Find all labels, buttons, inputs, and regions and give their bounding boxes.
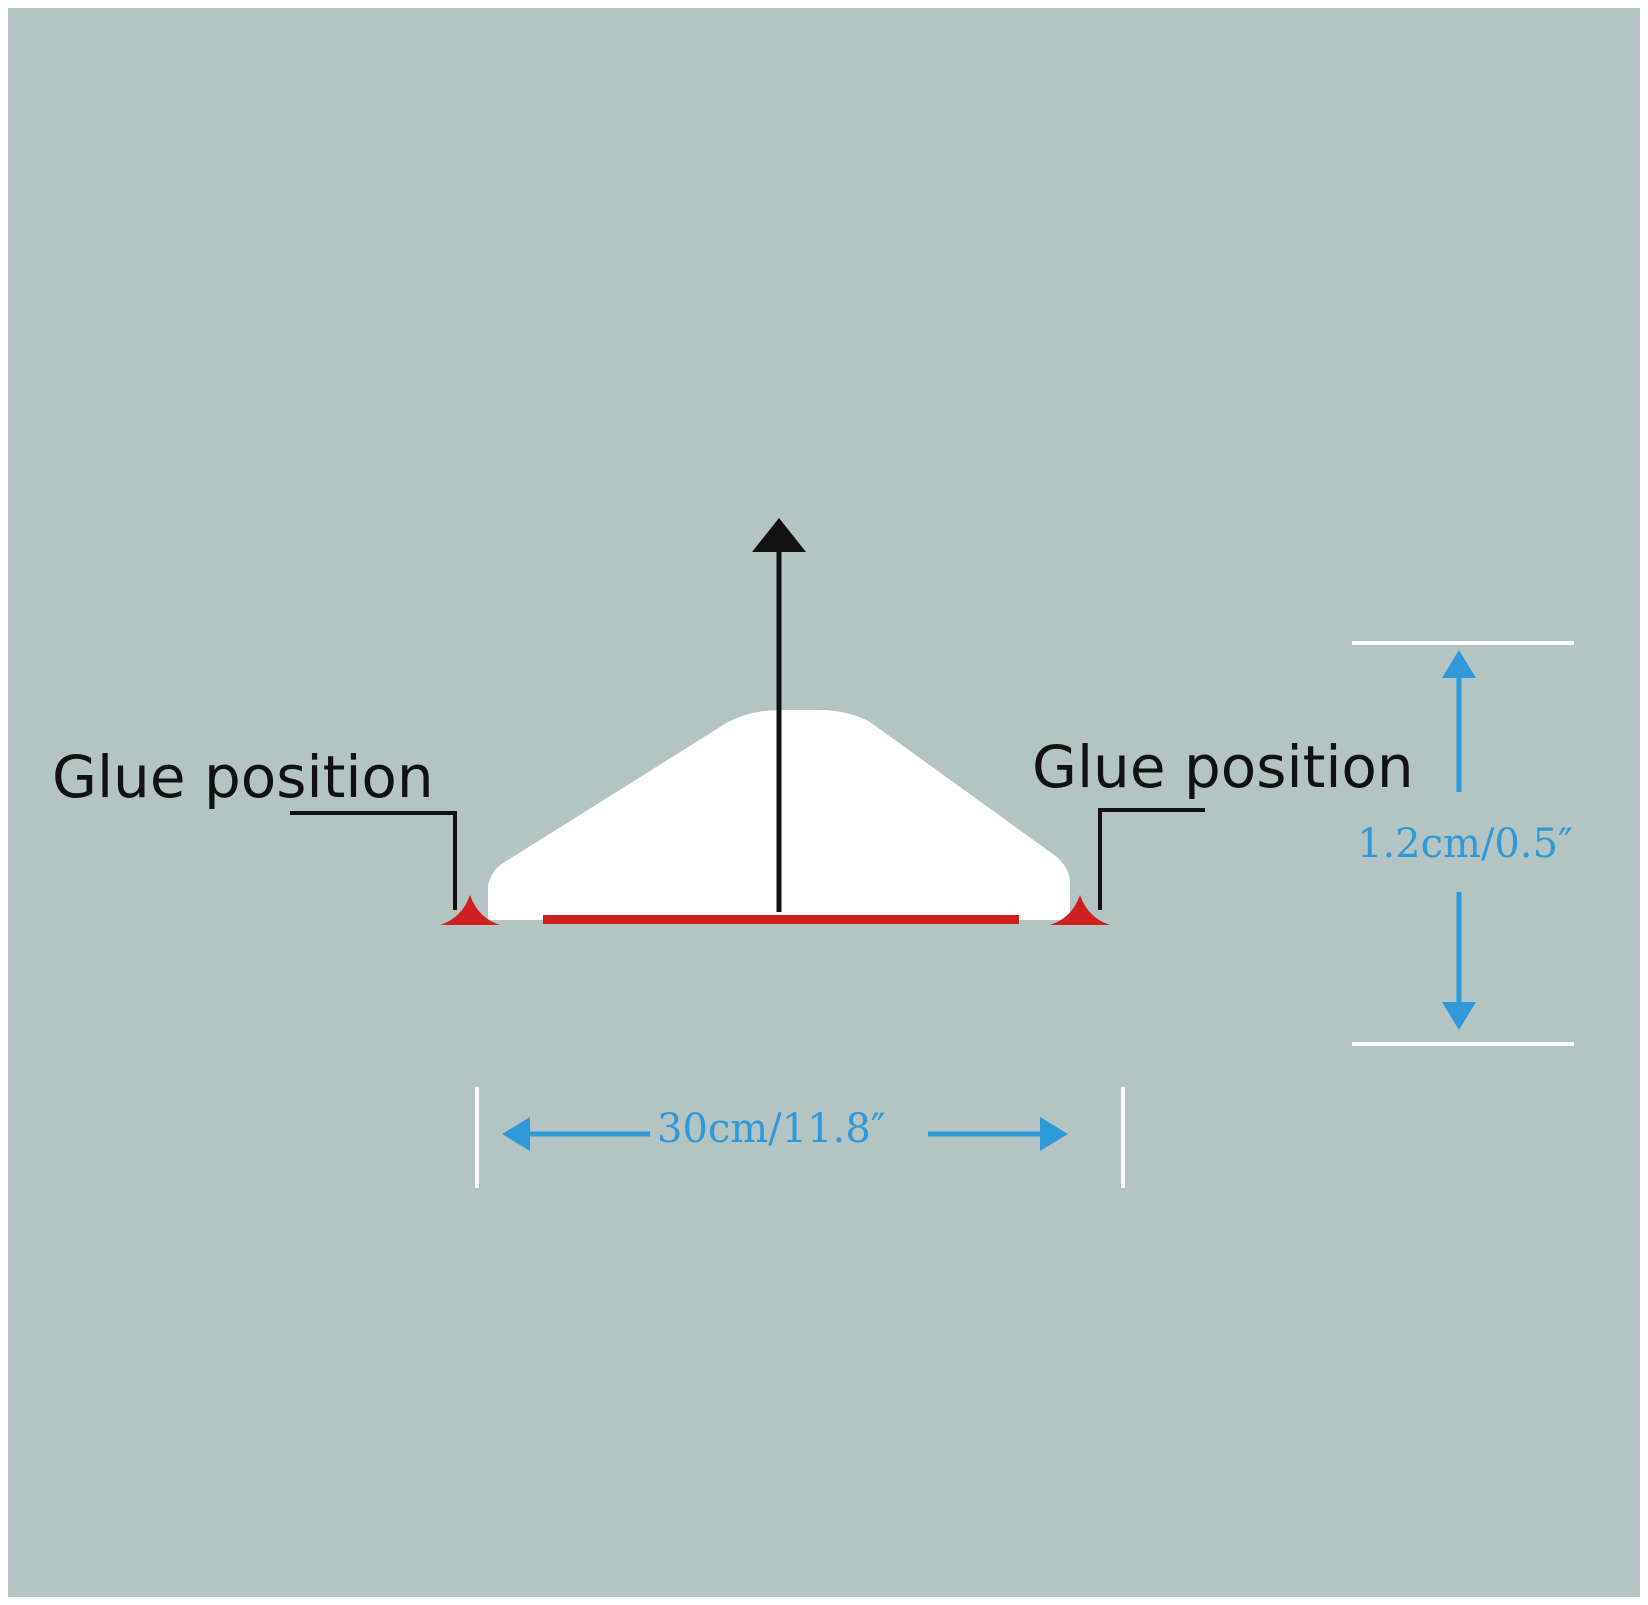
width-dimension-label: 30cm/11.8″	[657, 1106, 886, 1152]
glue-position-label-left: Glue position	[52, 743, 434, 811]
glue-bead-left	[440, 895, 500, 925]
adhesive-base-line	[543, 915, 1019, 924]
arrow-down-icon	[1442, 1002, 1476, 1030]
arrow-up-icon	[1442, 650, 1476, 678]
leader-line-left	[290, 811, 457, 910]
arrow-right-icon	[1040, 1117, 1068, 1151]
vertical-arrowhead-icon	[752, 518, 806, 552]
glue-position-label-right: Glue position	[1032, 733, 1414, 801]
arrow-left-icon	[502, 1117, 530, 1151]
leader-line-right	[1098, 808, 1205, 910]
height-dimension-label: 1.2cm/0.5″	[1357, 821, 1573, 867]
glue-bead-right	[1050, 895, 1110, 925]
